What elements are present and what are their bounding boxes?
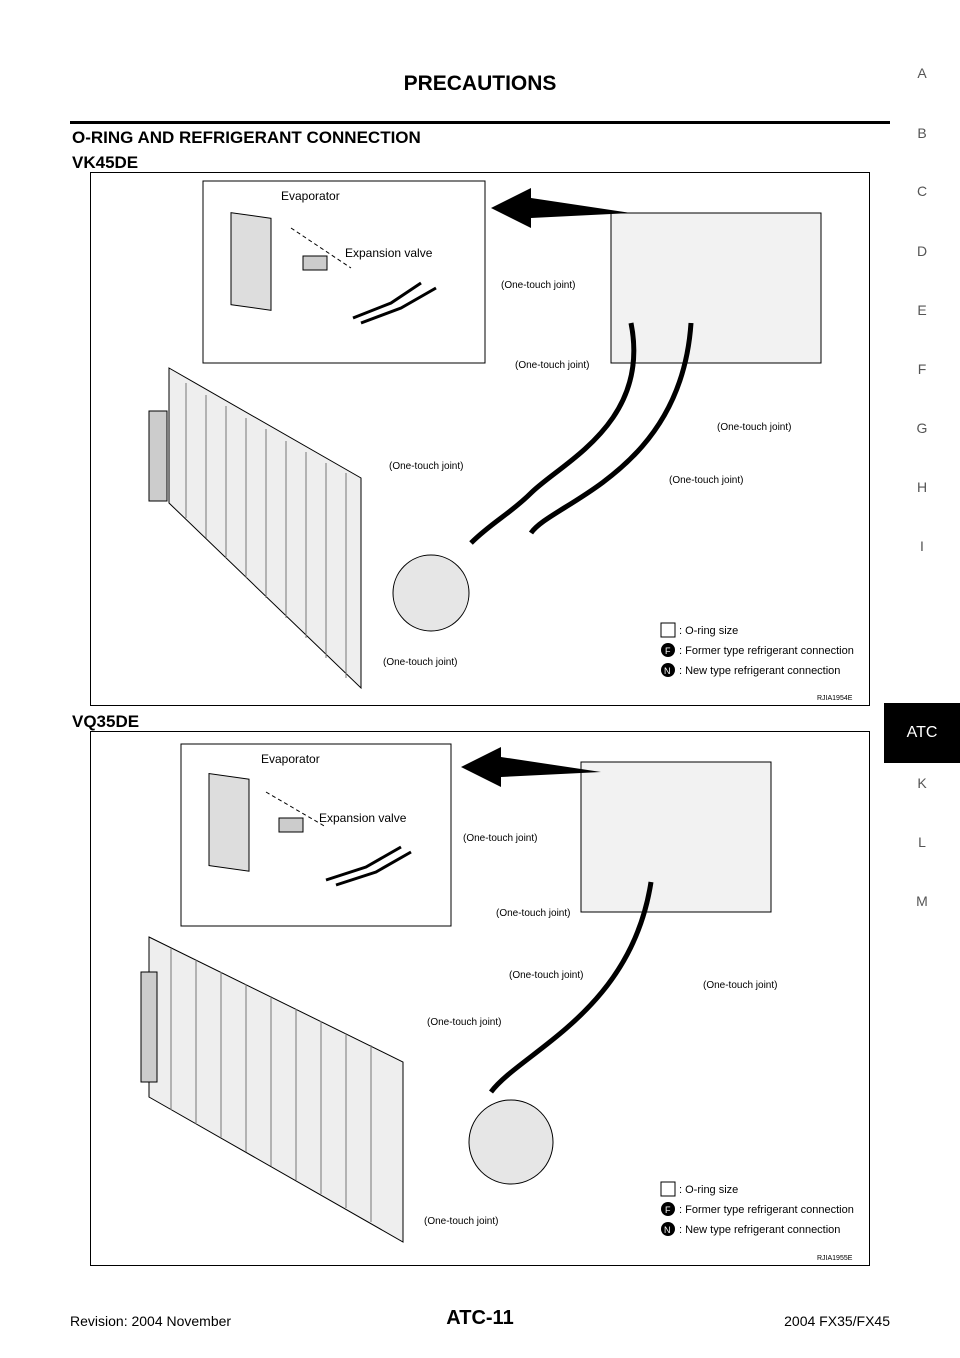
footer-revision: Revision: 2004 November <box>70 1313 232 1329</box>
condenser <box>168 367 362 690</box>
inset-box <box>202 180 486 364</box>
svg-text:(One-touch joint): (One-touch joint) <box>703 980 777 991</box>
svg-text:: New type refrigerant connect: : New type refrigerant connection <box>679 1224 840 1236</box>
side-tab-g[interactable]: G <box>916 420 928 436</box>
footer-page-number: ATC-11 <box>446 1307 514 1329</box>
engine-label-vq35de: VQ35DE <box>72 712 140 731</box>
receiver-drier <box>148 410 168 502</box>
inset-box-2 <box>180 743 452 927</box>
svg-text:F: F <box>665 646 671 656</box>
side-tab-a[interactable]: A <box>917 65 927 81</box>
compressor <box>392 554 470 632</box>
svg-text:Evaporator: Evaporator <box>261 752 320 766</box>
diagram-vk45de: Evaporator Expansion valve (One-touch jo… <box>90 172 870 706</box>
svg-text:(One-touch joint): (One-touch joint) <box>463 833 537 844</box>
page-title: PRECAUTIONS <box>403 72 557 95</box>
expansion-valve-part <box>302 255 328 271</box>
engine-label-vk45de: VK45DE <box>72 153 139 172</box>
footer-model: 2004 FX35/FX45 <box>784 1313 890 1329</box>
front-arrow <box>491 188 631 228</box>
diagram-vq35de: Evaporator Expansion valve (One-touch jo… <box>90 731 870 1266</box>
condenser-2 <box>148 936 404 1243</box>
side-tab-f[interactable]: F <box>917 361 927 377</box>
svg-text:N: N <box>664 1225 671 1235</box>
inset-evaporator-label: Evaporator <box>281 189 340 203</box>
figure-id-1: RJIA1954E <box>817 695 853 702</box>
svg-text:: O-ring size: : O-ring size <box>679 625 738 637</box>
side-tab-b[interactable]: B <box>917 125 927 141</box>
side-tab-m[interactable]: M <box>916 893 928 909</box>
hvac-unit-2 <box>580 761 772 913</box>
side-tab-i[interactable]: I <box>920 538 924 554</box>
diagram-vk45de-drawing: Evaporator Expansion valve (One-touch jo… <box>148 180 854 702</box>
svg-text:: O-ring size: : O-ring size <box>679 1184 738 1196</box>
side-tab-h[interactable]: H <box>916 479 928 495</box>
svg-text:N: N <box>664 666 671 676</box>
svg-text:(One-touch joint): (One-touch joint) <box>515 360 589 371</box>
side-tab-index: A B C D E F G H I ATC K L M <box>880 0 960 960</box>
figure-id-2: RJIA1955E <box>817 1255 853 1262</box>
svg-text:: New type refrigerant connect: : New type refrigerant connection <box>679 665 840 677</box>
evaporator-core <box>230 212 272 311</box>
side-tab-k[interactable]: K <box>917 775 927 791</box>
svg-text:(One-touch joint): (One-touch joint) <box>427 1017 501 1028</box>
svg-text:(One-touch joint): (One-touch joint) <box>509 970 583 981</box>
svg-text:: Former type refrigerant conn: : Former type refrigerant connection <box>679 1204 854 1216</box>
diagram-vq35de-drawing: Evaporator Expansion valve (One-touch jo… <box>140 743 854 1262</box>
side-tab-d[interactable]: D <box>916 243 928 259</box>
svg-text:(One-touch joint): (One-touch joint) <box>383 657 457 668</box>
svg-text:(One-touch joint): (One-touch joint) <box>424 1216 498 1227</box>
svg-text:(One-touch joint): (One-touch joint) <box>717 422 791 433</box>
svg-text:(One-touch joint): (One-touch joint) <box>669 475 743 486</box>
svg-text:: Former type refrigerant conn: : Former type refrigerant connection <box>679 645 854 657</box>
section-heading: O-RING AND REFRIGERANT CONNECTION <box>72 128 421 147</box>
svg-text:(One-touch joint): (One-touch joint) <box>496 908 570 919</box>
title-rule <box>70 121 890 124</box>
svg-text:F: F <box>665 1205 671 1215</box>
hvac-unit <box>610 212 822 364</box>
side-tab-l[interactable]: L <box>918 834 926 850</box>
side-tab-c[interactable]: C <box>916 183 928 199</box>
compressor-2 <box>468 1099 554 1185</box>
svg-text:Expansion valve: Expansion valve <box>319 811 407 825</box>
side-tab-e[interactable]: E <box>917 302 927 318</box>
side-tab-atc[interactable]: ATC <box>884 703 960 763</box>
inset-expansion-valve-label: Expansion valve <box>345 246 433 260</box>
svg-text:(One-touch joint): (One-touch joint) <box>389 461 463 472</box>
svg-text:(One-touch joint): (One-touch joint) <box>501 280 575 291</box>
